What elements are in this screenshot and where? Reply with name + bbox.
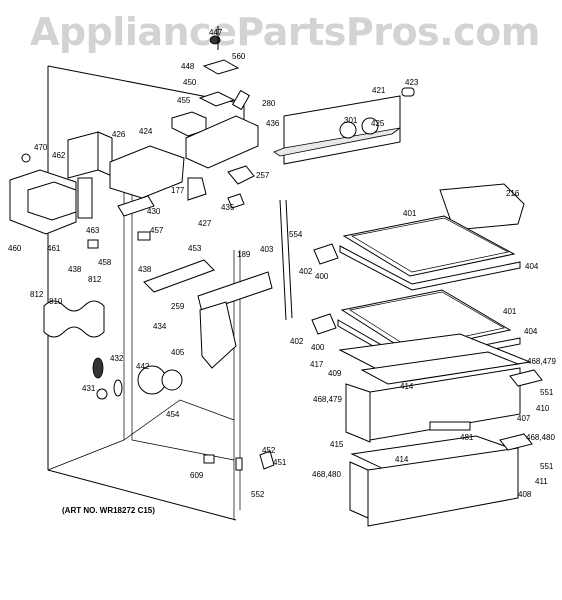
callout-label: 460	[8, 244, 22, 253]
callout-label: 463	[86, 226, 100, 235]
callout-label: 481	[460, 433, 474, 442]
callout-label: 470	[34, 143, 48, 152]
callout-label: 410	[536, 404, 550, 413]
callout-label: 427	[198, 219, 212, 228]
callout-label: 189	[237, 250, 251, 259]
callout-label: 402	[290, 337, 304, 346]
callout-label: 400	[311, 343, 325, 352]
callout-label: 468,480	[312, 470, 341, 479]
callout-label: 425	[371, 119, 385, 128]
callout-label: 560	[232, 52, 246, 61]
callout-label: 431	[82, 384, 96, 393]
control-housing	[273, 87, 415, 165]
callout-label: 414	[400, 382, 414, 391]
callout-label: 458	[98, 258, 112, 267]
callout-label: 438	[138, 265, 152, 274]
callout-label: 408	[518, 490, 532, 499]
callout-label: 461	[47, 244, 61, 253]
callout-label: 468,479	[313, 395, 342, 404]
callout-label: 424	[139, 127, 153, 136]
callout-label: 454	[166, 410, 180, 419]
left-components	[9, 131, 185, 249]
callout-label: 552	[251, 490, 265, 499]
crisper-drawers	[338, 333, 543, 527]
callout-label: 442	[136, 362, 150, 371]
callout-label: 421	[372, 86, 386, 95]
callout-label: 400	[315, 272, 329, 281]
callout-label: 401	[503, 307, 517, 316]
callout-label: 411	[535, 477, 548, 486]
watermark: AppliancePartsPros.com	[30, 10, 540, 54]
callout-label: 414	[395, 455, 409, 464]
callout-label: 404	[525, 262, 539, 271]
art-number-label: (ART NO. WR18272 C15)	[62, 506, 155, 515]
callout-label: 405	[171, 348, 185, 357]
callout-label: 404	[524, 327, 538, 336]
callout-label: 448	[181, 62, 195, 71]
callout-label: 430	[147, 207, 161, 216]
callout-label: 257	[256, 171, 270, 180]
callout-label: 301	[344, 116, 358, 125]
callout-label: 609	[190, 471, 204, 480]
callout-label: 415	[330, 440, 344, 449]
callout-label: 554	[289, 230, 303, 239]
callout-label: 451	[273, 458, 287, 467]
callout-label: 216	[506, 189, 520, 198]
callout-label: 447	[209, 28, 223, 37]
callout-label: 435	[221, 203, 235, 212]
callout-label: 426	[112, 130, 126, 139]
callout-label: 409	[328, 369, 342, 378]
callout-label: 280	[262, 99, 276, 108]
lower-left-components	[43, 300, 275, 471]
callout-label: 812	[30, 290, 44, 299]
callout-label: 403	[260, 245, 274, 254]
callout-label: 423	[405, 78, 419, 87]
callout-label: 810	[49, 297, 63, 306]
top-controls	[171, 26, 259, 209]
glass-shelves	[311, 183, 525, 367]
callout-label: 434	[153, 322, 167, 331]
callout-label: 551	[540, 462, 554, 471]
callout-label: 438	[68, 265, 82, 274]
callout-label: 407	[517, 414, 531, 423]
callout-label: 432	[110, 354, 124, 363]
callout-label: 457	[150, 226, 164, 235]
callout-label: 259	[171, 302, 185, 311]
callout-label: 462	[52, 151, 66, 160]
callout-label: 452	[262, 446, 276, 455]
callout-labels: 447 560 448 450 455 280 421 423 424 436 301 425 426 4…	[8, 28, 556, 499]
callout-label: 436	[266, 119, 280, 128]
callout-label: 812	[88, 275, 102, 284]
callout-label: 455	[177, 96, 191, 105]
callout-label: 468,480	[526, 433, 555, 442]
callout-label: 402	[299, 267, 313, 276]
callout-label: 401	[403, 209, 417, 218]
air-duct	[143, 199, 293, 369]
callout-label: 551	[540, 388, 554, 397]
callout-label: 453	[188, 244, 202, 253]
callout-label: 450	[183, 78, 197, 87]
callout-label: 417	[310, 360, 324, 369]
callout-label: 468,479	[527, 357, 556, 366]
callout-label: 177	[171, 186, 185, 195]
